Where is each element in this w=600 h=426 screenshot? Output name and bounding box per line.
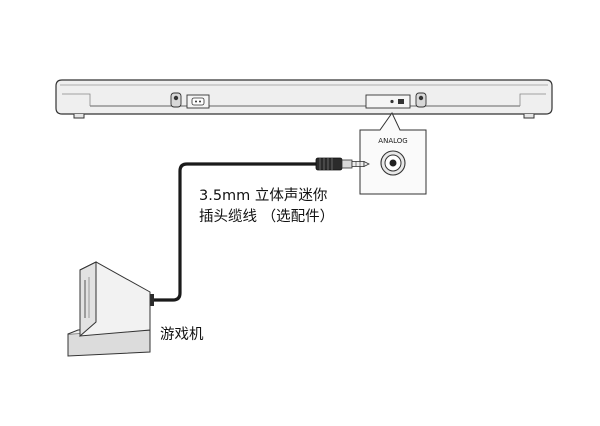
analog-jack (380, 150, 406, 176)
input-panel (365, 94, 411, 109)
stereo-mini-cable (146, 157, 370, 306)
analog-port-label: ANALOG (378, 137, 407, 145)
wall-mount-hole-left (170, 92, 182, 108)
cable-label-line2: 插头缆线 （选配件） (199, 208, 334, 225)
mini-plug (315, 157, 370, 171)
soundbar (55, 79, 553, 119)
wall-mount-hole-right (415, 92, 427, 108)
cable-wire (148, 162, 319, 302)
game-console-label: 游戏机 (160, 326, 204, 343)
cable-label-line1: 3.5mm 立体声迷你 (199, 186, 327, 204)
power-inlet (186, 94, 210, 109)
analog-jack-callout: ANALOG (359, 112, 427, 195)
game-console (67, 261, 151, 357)
